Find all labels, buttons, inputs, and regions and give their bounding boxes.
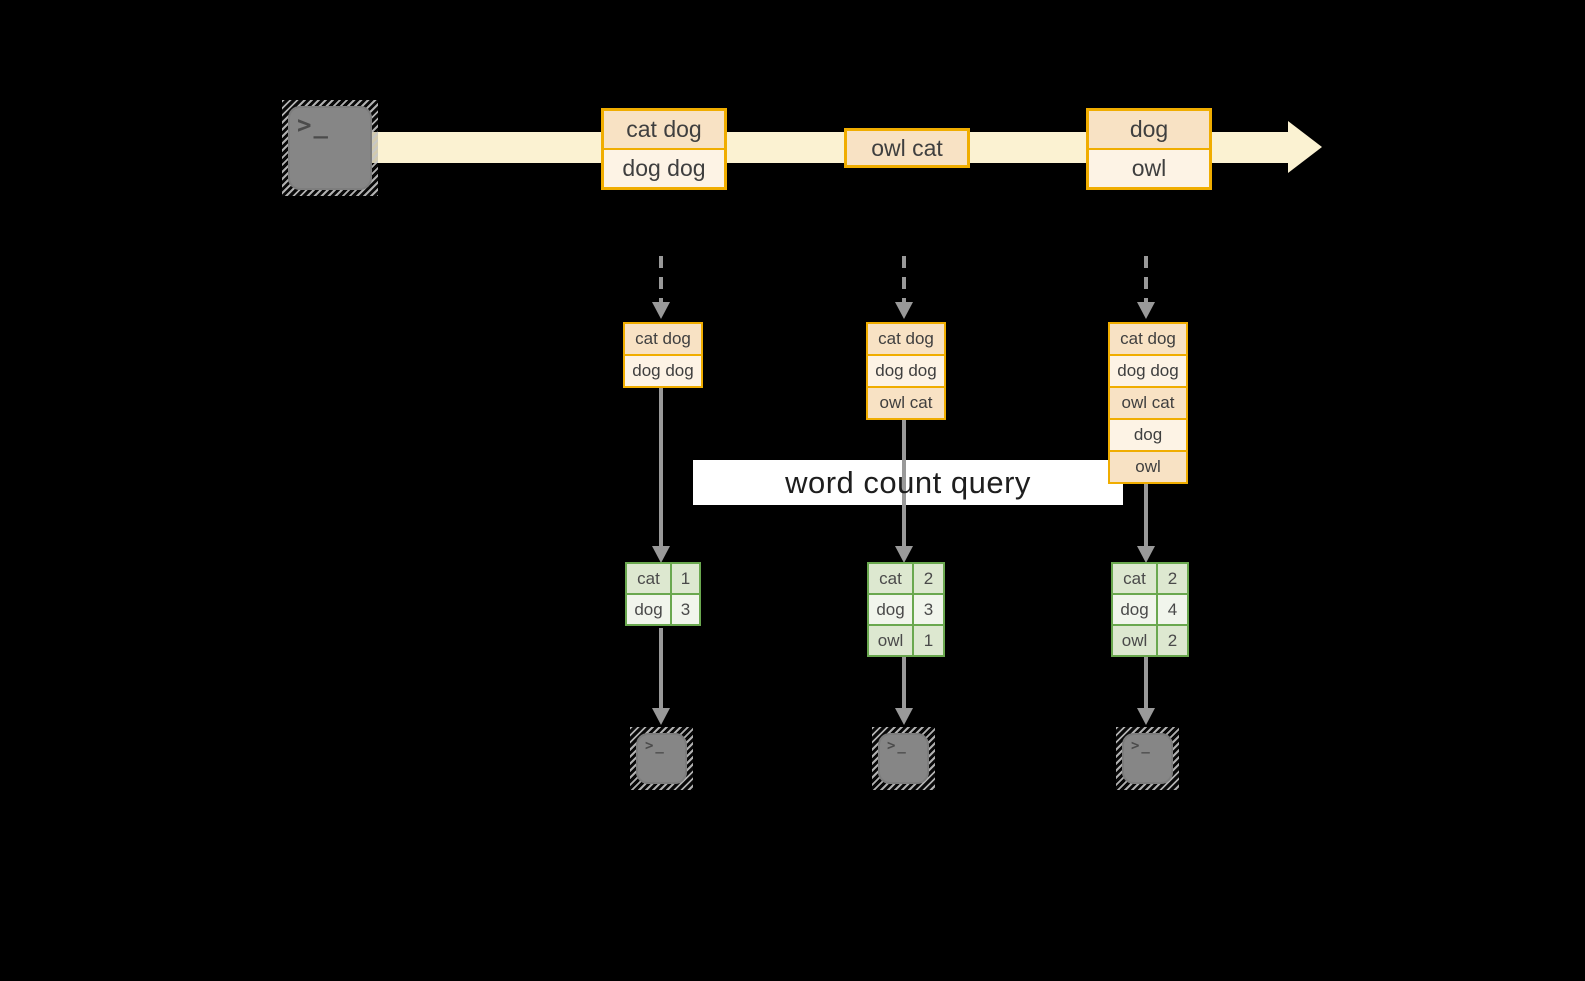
count-cell: 1 <box>914 626 943 655</box>
word-cell: dog <box>627 595 670 624</box>
dashed-arrow <box>1144 256 1148 302</box>
terminal-screen: >_ <box>636 733 687 784</box>
dashed-arrowhead-icon <box>652 302 670 319</box>
batch-row: dog dog <box>868 356 944 386</box>
word-cell: cat <box>869 564 912 593</box>
query-label: word count query <box>785 464 1031 500</box>
terminal-prompt-glyph: >_ <box>1131 738 1152 754</box>
flow-arrow <box>902 657 906 708</box>
flow-arrow <box>1144 484 1148 546</box>
query-label-background <box>693 460 1123 505</box>
stream-event-row: owl cat <box>847 131 967 165</box>
dashed-arrowhead-icon <box>1137 302 1155 319</box>
count-table-row: dog 3 <box>627 595 699 624</box>
batch-box: cat dog dog dog <box>623 322 703 388</box>
batch-row: owl <box>1110 452 1186 482</box>
batch-row: dog <box>1110 420 1186 450</box>
batch-box: cat dog dog dog owl cat dog owl <box>1108 322 1188 484</box>
batch-box: cat dog dog dog owl cat <box>866 322 946 420</box>
dashed-arrowhead-icon <box>895 302 913 319</box>
word-cell: dog <box>869 595 912 624</box>
stream-arrowhead-icon <box>1288 121 1322 173</box>
terminal-screen: >_ <box>1122 733 1173 784</box>
count-table-row: owl 2 <box>1113 626 1187 655</box>
flow-arrowhead-icon <box>652 546 670 563</box>
terminal-prompt-glyph: >_ <box>297 111 330 139</box>
count-table: cat 2 dog 3 owl 1 <box>867 562 945 657</box>
dashed-arrow <box>659 256 663 302</box>
terminal-screen: >_ <box>288 106 372 190</box>
flow-arrow <box>659 388 663 546</box>
word-cell: owl <box>1113 626 1156 655</box>
stream-event-row: dog <box>1089 111 1209 148</box>
source-terminal-icon: >_ <box>282 100 378 196</box>
flow-arrowhead-icon <box>652 708 670 725</box>
flow-arrowhead-icon <box>1137 546 1155 563</box>
flow-arrow <box>902 420 906 546</box>
batch-row: cat dog <box>868 324 944 354</box>
count-cell: 2 <box>1158 626 1187 655</box>
dashed-arrow <box>902 256 906 302</box>
flow-arrowhead-icon <box>895 708 913 725</box>
count-table-row: owl 1 <box>869 626 943 655</box>
stream-event-row: dog dog <box>604 150 724 187</box>
batch-row: dog dog <box>1110 356 1186 386</box>
word-cell: cat <box>627 564 670 593</box>
count-cell: 2 <box>1158 564 1187 593</box>
count-table: cat 1 dog 3 <box>625 562 701 626</box>
terminal-screen: >_ <box>878 733 929 784</box>
count-table: cat 2 dog 4 owl 2 <box>1111 562 1189 657</box>
terminal-prompt-glyph: >_ <box>645 738 666 754</box>
word-cell: cat <box>1113 564 1156 593</box>
sink-terminal-icon: >_ <box>872 727 935 790</box>
sink-terminal-icon: >_ <box>630 727 693 790</box>
flow-arrowhead-icon <box>895 546 913 563</box>
count-cell: 4 <box>1158 595 1187 624</box>
sink-terminal-icon: >_ <box>1116 727 1179 790</box>
flow-arrowhead-icon <box>1137 708 1155 725</box>
count-table-row: dog 4 <box>1113 595 1187 624</box>
word-cell: owl <box>869 626 912 655</box>
count-cell: 3 <box>914 595 943 624</box>
batch-row: dog dog <box>625 356 701 386</box>
flow-arrow <box>1144 657 1148 708</box>
stream-event-box: cat dog dog dog <box>601 108 727 190</box>
terminal-prompt-glyph: >_ <box>887 738 908 754</box>
count-cell: 2 <box>914 564 943 593</box>
stream-event-box: dog owl <box>1086 108 1212 190</box>
flow-arrow <box>659 628 663 708</box>
count-table-row: dog 3 <box>869 595 943 624</box>
stream-event-box: owl cat <box>844 128 970 168</box>
count-table-row: cat 1 <box>627 564 699 593</box>
batch-row: owl cat <box>1110 388 1186 418</box>
count-cell: 1 <box>672 564 699 593</box>
batch-row: cat dog <box>1110 324 1186 354</box>
count-cell: 3 <box>672 595 699 624</box>
stream-event-row: owl <box>1089 150 1209 187</box>
count-table-row: cat 2 <box>869 564 943 593</box>
stream-event-row: cat dog <box>604 111 724 148</box>
batch-row: owl cat <box>868 388 944 418</box>
batch-row: cat dog <box>625 324 701 354</box>
count-table-row: cat 2 <box>1113 564 1187 593</box>
word-cell: dog <box>1113 595 1156 624</box>
